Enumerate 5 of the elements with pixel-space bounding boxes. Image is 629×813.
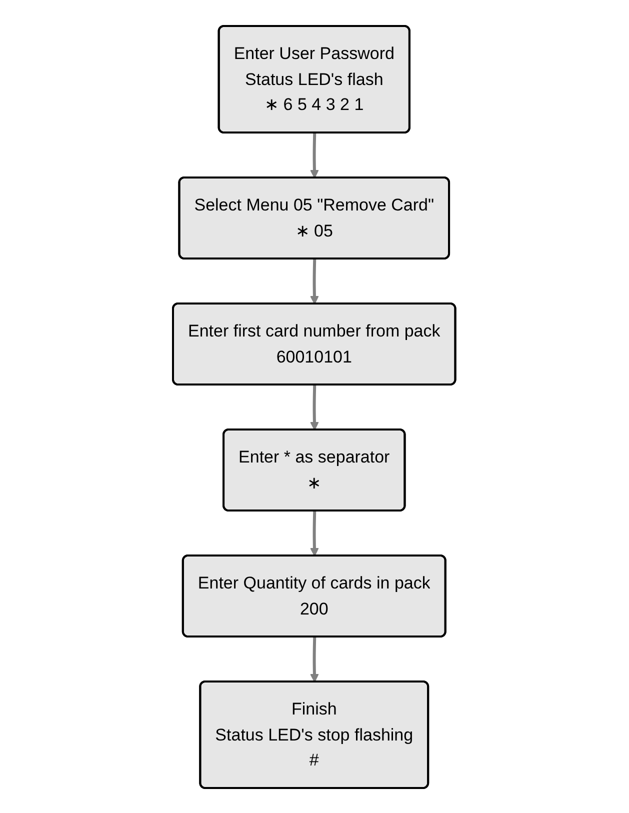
arrow (310, 510, 320, 556)
arrow (310, 636, 320, 682)
arrow (310, 258, 320, 304)
arrow (310, 384, 320, 430)
arrow (310, 132, 320, 178)
